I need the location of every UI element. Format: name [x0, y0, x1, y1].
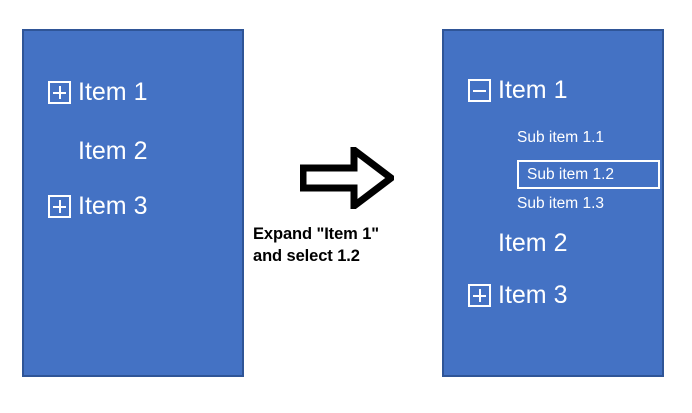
tree-item-item-3-collapsed[interactable]: Item 3: [48, 194, 147, 219]
caption-line-2: and select 1.2: [253, 246, 360, 265]
caption-text: Expand "Item 1" and select 1.2: [253, 224, 443, 268]
tree-item-label: Item 2: [498, 229, 568, 257]
expanded-tree-panel: Item 1 Sub item 1.1 Sub item 1.2 Sub ite…: [442, 29, 664, 377]
plus-icon[interactable]: [468, 284, 491, 307]
tree-subitem-label: Sub item 1.3: [517, 195, 605, 212]
tree-item-item-1-expanded[interactable]: Item 1: [468, 78, 567, 103]
tree-item-label: Item 1: [498, 76, 568, 104]
tree-subitem-1-3[interactable]: Sub item 1.3: [517, 196, 604, 212]
tree-item-item-1-collapsed[interactable]: Item 1: [48, 80, 147, 105]
tree-item-label: Item 1: [78, 78, 148, 106]
plus-icon-vertical-bar: [58, 200, 61, 213]
plus-icon-vertical-bar: [58, 86, 61, 99]
tree-subitem-label: Sub item 1.1: [517, 129, 605, 146]
plus-icon[interactable]: [48, 81, 71, 104]
tree-item-item-2[interactable]: Item 2: [498, 231, 567, 256]
tree-item-item-3-collapsed[interactable]: Item 3: [468, 283, 567, 308]
plus-icon-vertical-bar: [478, 289, 481, 302]
tree-item-label: Item 3: [498, 281, 568, 309]
tree-subitem-1-1[interactable]: Sub item 1.1: [517, 130, 604, 146]
arrow-shape: [300, 147, 394, 209]
tree-subitem-1-2-selected[interactable]: Sub item 1.2: [517, 160, 660, 189]
tree-item-item-2[interactable]: Item 2: [78, 139, 147, 164]
plus-icon[interactable]: [48, 195, 71, 218]
tree-item-label: Item 3: [78, 192, 148, 220]
collapsed-tree-panel: Item 1 Item 2 Item 3: [22, 29, 244, 377]
tree-item-label: Item 2: [78, 137, 148, 165]
caption-line-1: Expand "Item 1": [253, 225, 380, 243]
minus-icon-horizontal-bar: [473, 89, 486, 92]
minus-icon[interactable]: [468, 79, 491, 102]
right-arrow-icon: [300, 147, 394, 209]
tree-subitem-label: Sub item 1.2: [527, 165, 615, 183]
